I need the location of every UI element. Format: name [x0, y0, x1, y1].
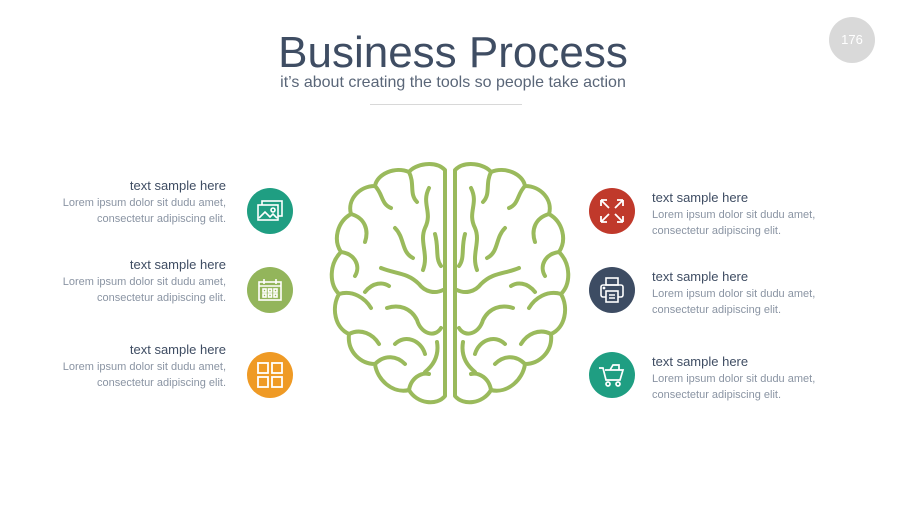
item-text: consectetur adipiscing elit.	[96, 377, 226, 389]
image-icon	[247, 188, 293, 234]
item-text: Lorem ipsum dolor sit dudu amet,	[652, 209, 816, 221]
item-heading: text sample here	[129, 342, 226, 357]
item-heading: text sample here	[129, 257, 226, 272]
item-text: consectetur adipiscing elit.	[652, 225, 782, 237]
calendar-icon	[247, 267, 293, 313]
item-text: consectetur adipiscing elit.	[96, 292, 226, 304]
page-title: Business Process	[278, 28, 628, 77]
left-item-1: text sample here Lorem ipsum dolor sit d…	[0, 178, 226, 227]
item-heading: text sample here	[652, 269, 749, 284]
left-item-2: text sample here Lorem ipsum dolor sit d…	[0, 257, 226, 306]
item-text: Lorem ipsum dolor sit dudu amet,	[62, 197, 226, 209]
divider	[370, 104, 522, 105]
brain-illustration	[329, 162, 571, 405]
item-heading: text sample here	[129, 178, 226, 193]
item-text: consectetur adipiscing elit.	[652, 389, 782, 401]
item-text: Lorem ipsum dolor sit dudu amet,	[652, 288, 816, 300]
item-text: Lorem ipsum dolor sit dudu amet,	[62, 361, 226, 373]
item-text: consectetur adipiscing elit.	[96, 213, 226, 225]
item-text: Lorem ipsum dolor sit dudu amet,	[62, 276, 226, 288]
printer-icon	[589, 267, 635, 313]
left-item-3: text sample here Lorem ipsum dolor sit d…	[0, 342, 226, 391]
cart-icon	[589, 352, 635, 398]
right-item-1: text sample here Lorem ipsum dolor sit d…	[652, 190, 892, 239]
grid-icon	[247, 352, 293, 398]
item-text: consectetur adipiscing elit.	[652, 304, 782, 316]
item-heading: text sample here	[652, 190, 749, 205]
right-item-2: text sample here Lorem ipsum dolor sit d…	[652, 269, 892, 318]
item-heading: text sample here	[652, 354, 749, 369]
page-subtitle: it’s about creating the tools so people …	[280, 74, 626, 91]
item-text: Lorem ipsum dolor sit dudu amet,	[652, 373, 816, 385]
right-item-3: text sample here Lorem ipsum dolor sit d…	[652, 354, 892, 403]
expand-icon	[589, 188, 635, 234]
page-number: 176	[829, 17, 875, 63]
